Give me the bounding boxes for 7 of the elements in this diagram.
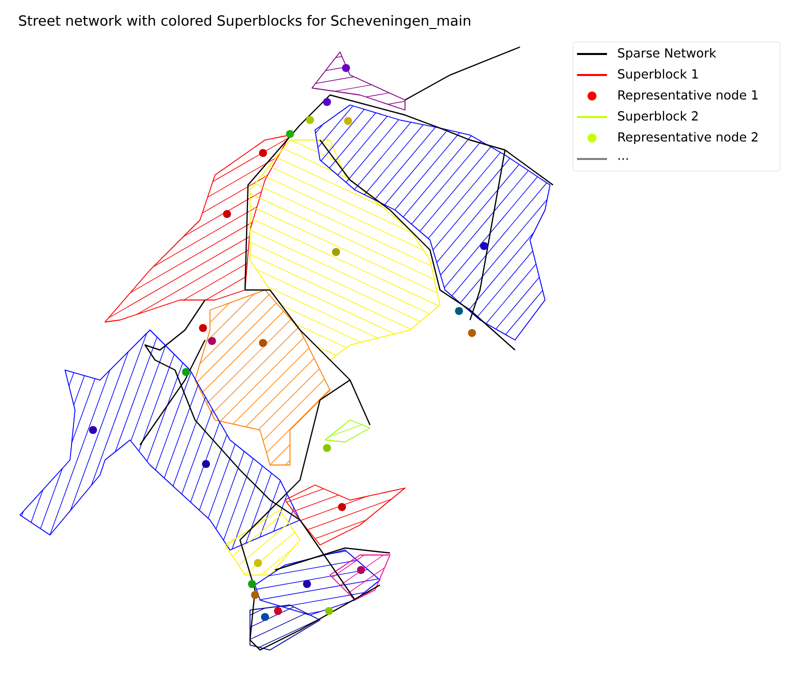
legend-label: Sparse Network xyxy=(618,48,716,60)
legend-label: ... xyxy=(618,158,628,160)
legend-label: Representative node 1 xyxy=(618,90,758,102)
legend-label: Superblock 2 xyxy=(618,110,698,124)
legend-label: Superblock 1 xyxy=(618,68,698,82)
legend-label: Representative node 2 xyxy=(618,132,758,144)
chart-title: Street network with colored Superblocks for Scheveningen_main xyxy=(19,15,470,29)
